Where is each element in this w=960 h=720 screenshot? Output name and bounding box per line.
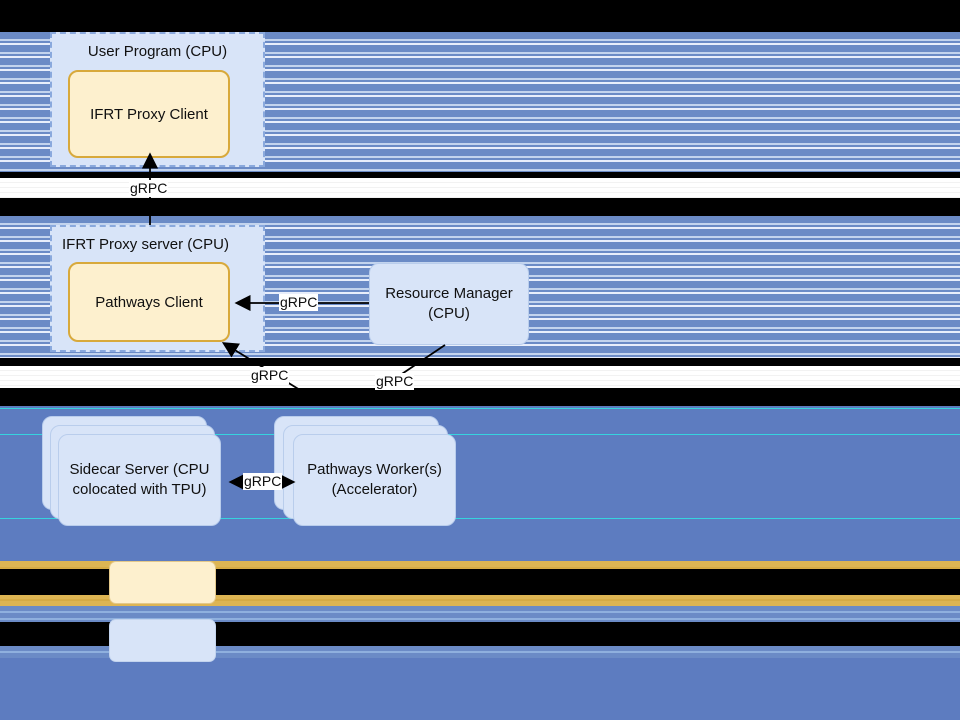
node-sidecar-server[interactable]: Sidecar Server (CPU colocated with TPU) <box>58 434 221 526</box>
group-user-program-title: User Program (CPU) <box>87 43 228 60</box>
artifact-black-band-3 <box>0 358 960 366</box>
node-pathways-worker-line2: (Accelerator) <box>331 481 418 498</box>
artifact-black-band-1 <box>0 172 960 178</box>
artifact-black-band-2 <box>0 198 960 216</box>
node-resource-manager-line1: Resource Manager <box>385 285 513 302</box>
edge-label-grpc-rm-to-pathways: gRPC <box>279 294 319 311</box>
node-pathways-worker[interactable]: Pathways Worker(s) (Accelerator) <box>293 434 456 526</box>
group-ifrt-proxy-server-title: IFRT Proxy server (CPU) <box>62 236 229 253</box>
artifact-cyan-line-3 <box>0 518 960 519</box>
node-resource-manager[interactable]: Resource Manager (CPU) <box>369 263 529 345</box>
node-ifrt-proxy-client-label: IFRT Proxy Client <box>90 105 208 123</box>
legend-swatch-yellow <box>109 561 216 604</box>
node-sidecar-server-line1: Sidecar Server (CPU <box>69 461 210 478</box>
edge-label-grpc-client-to-user: gRPC <box>129 180 169 197</box>
artifact-white-band-1 <box>0 178 960 198</box>
edge-label-grpc-rm-to-worker: gRPC <box>375 373 415 390</box>
artifact-cyan-line-1 <box>0 408 960 409</box>
edge-label-grpc-sidecar-to-pathways-client: gRPC <box>250 367 290 384</box>
background-black-top-band <box>0 0 960 32</box>
node-pathways-client[interactable]: Pathways Client <box>68 262 230 342</box>
node-ifrt-proxy-client[interactable]: IFRT Proxy Client <box>68 70 230 158</box>
edge-label-grpc-sidecar-to-worker: gRPC <box>243 473 283 490</box>
legend-swatch-blue <box>109 619 216 662</box>
artifact-black-band-4 <box>0 388 960 406</box>
artifact-white-band-2 <box>0 366 960 388</box>
node-pathways-worker-line1: Pathways Worker(s) <box>307 461 442 478</box>
node-resource-manager-line2: (CPU) <box>428 305 470 322</box>
node-pathways-client-label: Pathways Client <box>95 293 203 311</box>
artifact-cyan-line-2 <box>0 434 960 435</box>
node-sidecar-server-line2: colocated with TPU) <box>72 481 207 498</box>
